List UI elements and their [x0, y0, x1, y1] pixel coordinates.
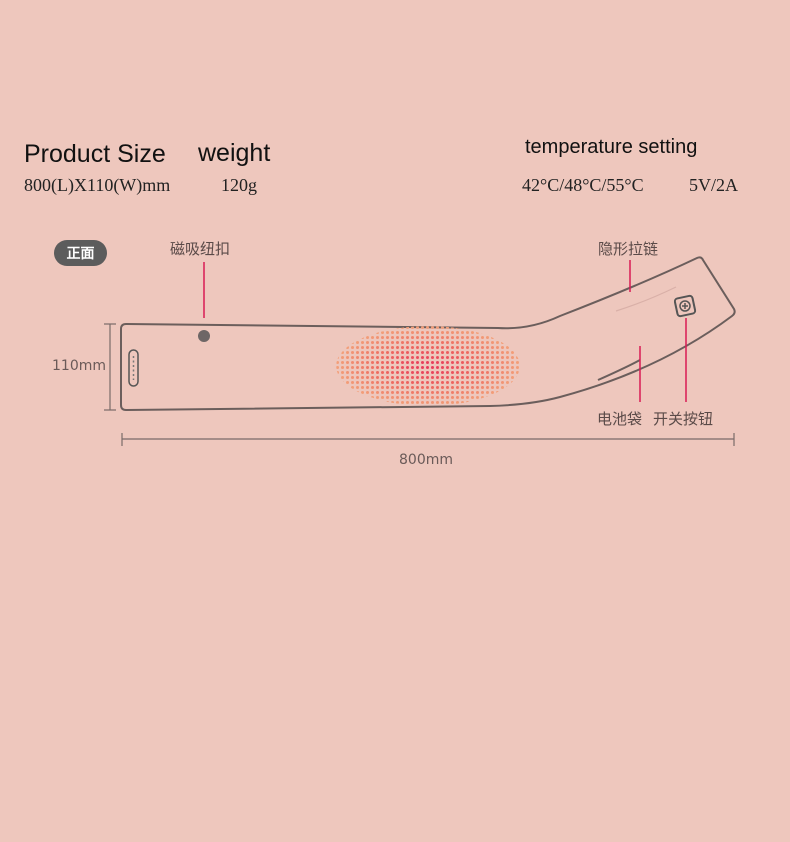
power-value: 5V/2A — [689, 175, 738, 195]
product-size-value: 800(L)X110(W)mm — [24, 175, 171, 195]
temperature-heading: temperature setting — [525, 136, 698, 158]
zipper-label: 隐形拉链 — [598, 240, 659, 258]
switch-button-label: 开关按钮 — [653, 410, 714, 428]
height-dimension-line — [104, 323, 116, 411]
switch-button-icon — [673, 294, 697, 318]
zipper-line — [615, 286, 677, 312]
battery-pocket-label: 电池袋 — [597, 410, 643, 428]
width-dimension-label: 800mm — [399, 452, 453, 468]
end-tab-icon — [128, 349, 139, 387]
battery-pocket-line — [597, 359, 641, 381]
weight-value: 120g — [221, 175, 257, 195]
magnet-button-icon — [198, 330, 210, 342]
weight-heading: weight — [198, 139, 271, 167]
front-view-badge: 正面 — [54, 240, 107, 266]
heating-area — [336, 326, 520, 406]
width-dimension-line — [121, 433, 735, 446]
magnet-button-label: 磁吸纽扣 — [170, 240, 231, 258]
height-dimension-label: 110mm — [52, 358, 106, 374]
product-size-heading: Product Size — [24, 140, 166, 168]
temperature-value: 42°C/48°C/55°C — [522, 175, 644, 195]
product-outline — [120, 256, 736, 412]
